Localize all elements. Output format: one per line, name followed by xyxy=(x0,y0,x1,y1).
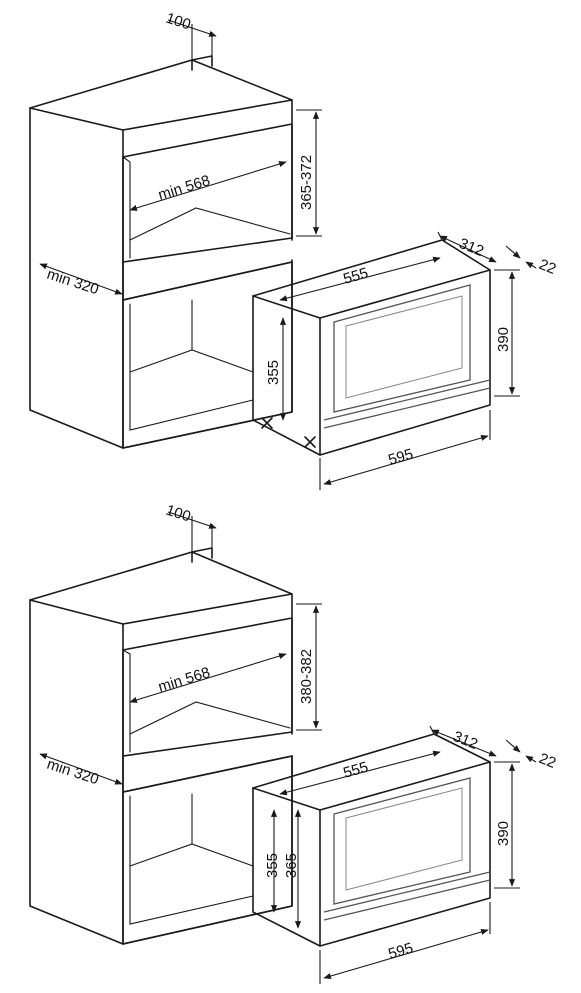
dim-top-depth-1: 100 xyxy=(164,10,193,34)
diagram-1: 100 min 568 365-372 min 320 312 22 555 xyxy=(29,10,559,490)
dim-oven-depth-1: 312 xyxy=(457,235,487,260)
oven-2 xyxy=(252,733,491,947)
dim-oven-inner-width-1: 555 xyxy=(341,265,370,288)
cabinet-1 xyxy=(29,55,293,449)
dim-niche-height-2: 380-382 xyxy=(298,649,315,704)
dim-oven-width-2: 595 xyxy=(386,940,415,963)
cabinet-2 xyxy=(29,547,293,945)
dim-niche-width-1: min 568 xyxy=(156,172,212,204)
dim-niche-width-2: min 568 xyxy=(156,664,212,696)
dim-oven-height-1: 390 xyxy=(495,327,512,352)
dim-front-thickness-1: 22 xyxy=(537,256,559,278)
dim-side-depth-1: min 320 xyxy=(45,266,101,299)
dim-oven-body-height-2b: 365 xyxy=(283,853,300,878)
oven-1 xyxy=(252,239,491,456)
diagram-2: 100 min 568 380-382 min 320 312 22 555 xyxy=(29,502,559,984)
dim-side-depth-2: min 320 xyxy=(45,756,101,789)
dim-oven-body-height-1: 355 xyxy=(265,360,282,385)
dim-oven-body-height-2: 355 xyxy=(264,853,281,878)
dim-oven-width-1: 595 xyxy=(386,446,415,469)
dim-oven-depth-2: 312 xyxy=(451,728,481,753)
dim-oven-height-2: 390 xyxy=(495,821,512,846)
dim-front-thickness-2: 22 xyxy=(537,750,559,772)
dim-oven-inner-width-2: 555 xyxy=(341,759,370,782)
dim-top-depth-2: 100 xyxy=(164,502,193,526)
dim-niche-height-1: 365-372 xyxy=(298,155,315,210)
